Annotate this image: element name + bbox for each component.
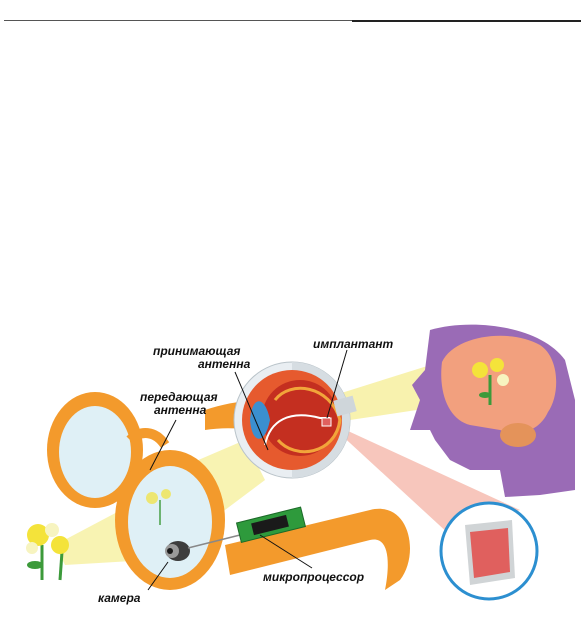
cerebellum	[500, 423, 536, 447]
retina-edge	[273, 386, 342, 454]
label-receiving-antenna-2: антенна	[198, 357, 251, 371]
top-rule-left	[4, 20, 352, 21]
cornea	[250, 401, 270, 439]
implant-in-eye	[321, 417, 332, 427]
camera-icon	[165, 541, 190, 561]
label-implant: имплантант	[313, 337, 394, 351]
glasses-left-lens	[59, 406, 131, 498]
leader-microprocessor	[259, 534, 313, 569]
leader-camera	[147, 561, 169, 591]
label-microprocessor: микропроцессор	[263, 570, 365, 584]
lens-flower-icon	[146, 489, 171, 525]
label-transmitting-antenna-1: передающая	[140, 390, 218, 404]
label-camera: камера	[98, 591, 141, 605]
glasses-right-lens	[128, 466, 212, 578]
microprocessor-chip	[235, 506, 307, 544]
brain-flower-icon	[472, 358, 509, 405]
implant-zoom-circle	[439, 501, 539, 601]
label-transmitting-antenna-2: антенна	[154, 403, 207, 417]
leader-transmitting-antenna	[149, 419, 177, 471]
label-receiving-antenna-1: принимающая	[153, 344, 241, 358]
top-rule-right	[352, 20, 581, 22]
leader-implant	[326, 349, 348, 419]
brain	[441, 335, 557, 434]
receiving-antenna-loop	[264, 414, 330, 446]
glasses-right-arm	[225, 508, 410, 590]
glasses-bridge	[126, 428, 170, 449]
flower-icon	[26, 523, 69, 581]
leader-receiving-antenna	[234, 371, 269, 451]
eyeball	[233, 361, 357, 479]
camera-wire	[187, 534, 241, 549]
